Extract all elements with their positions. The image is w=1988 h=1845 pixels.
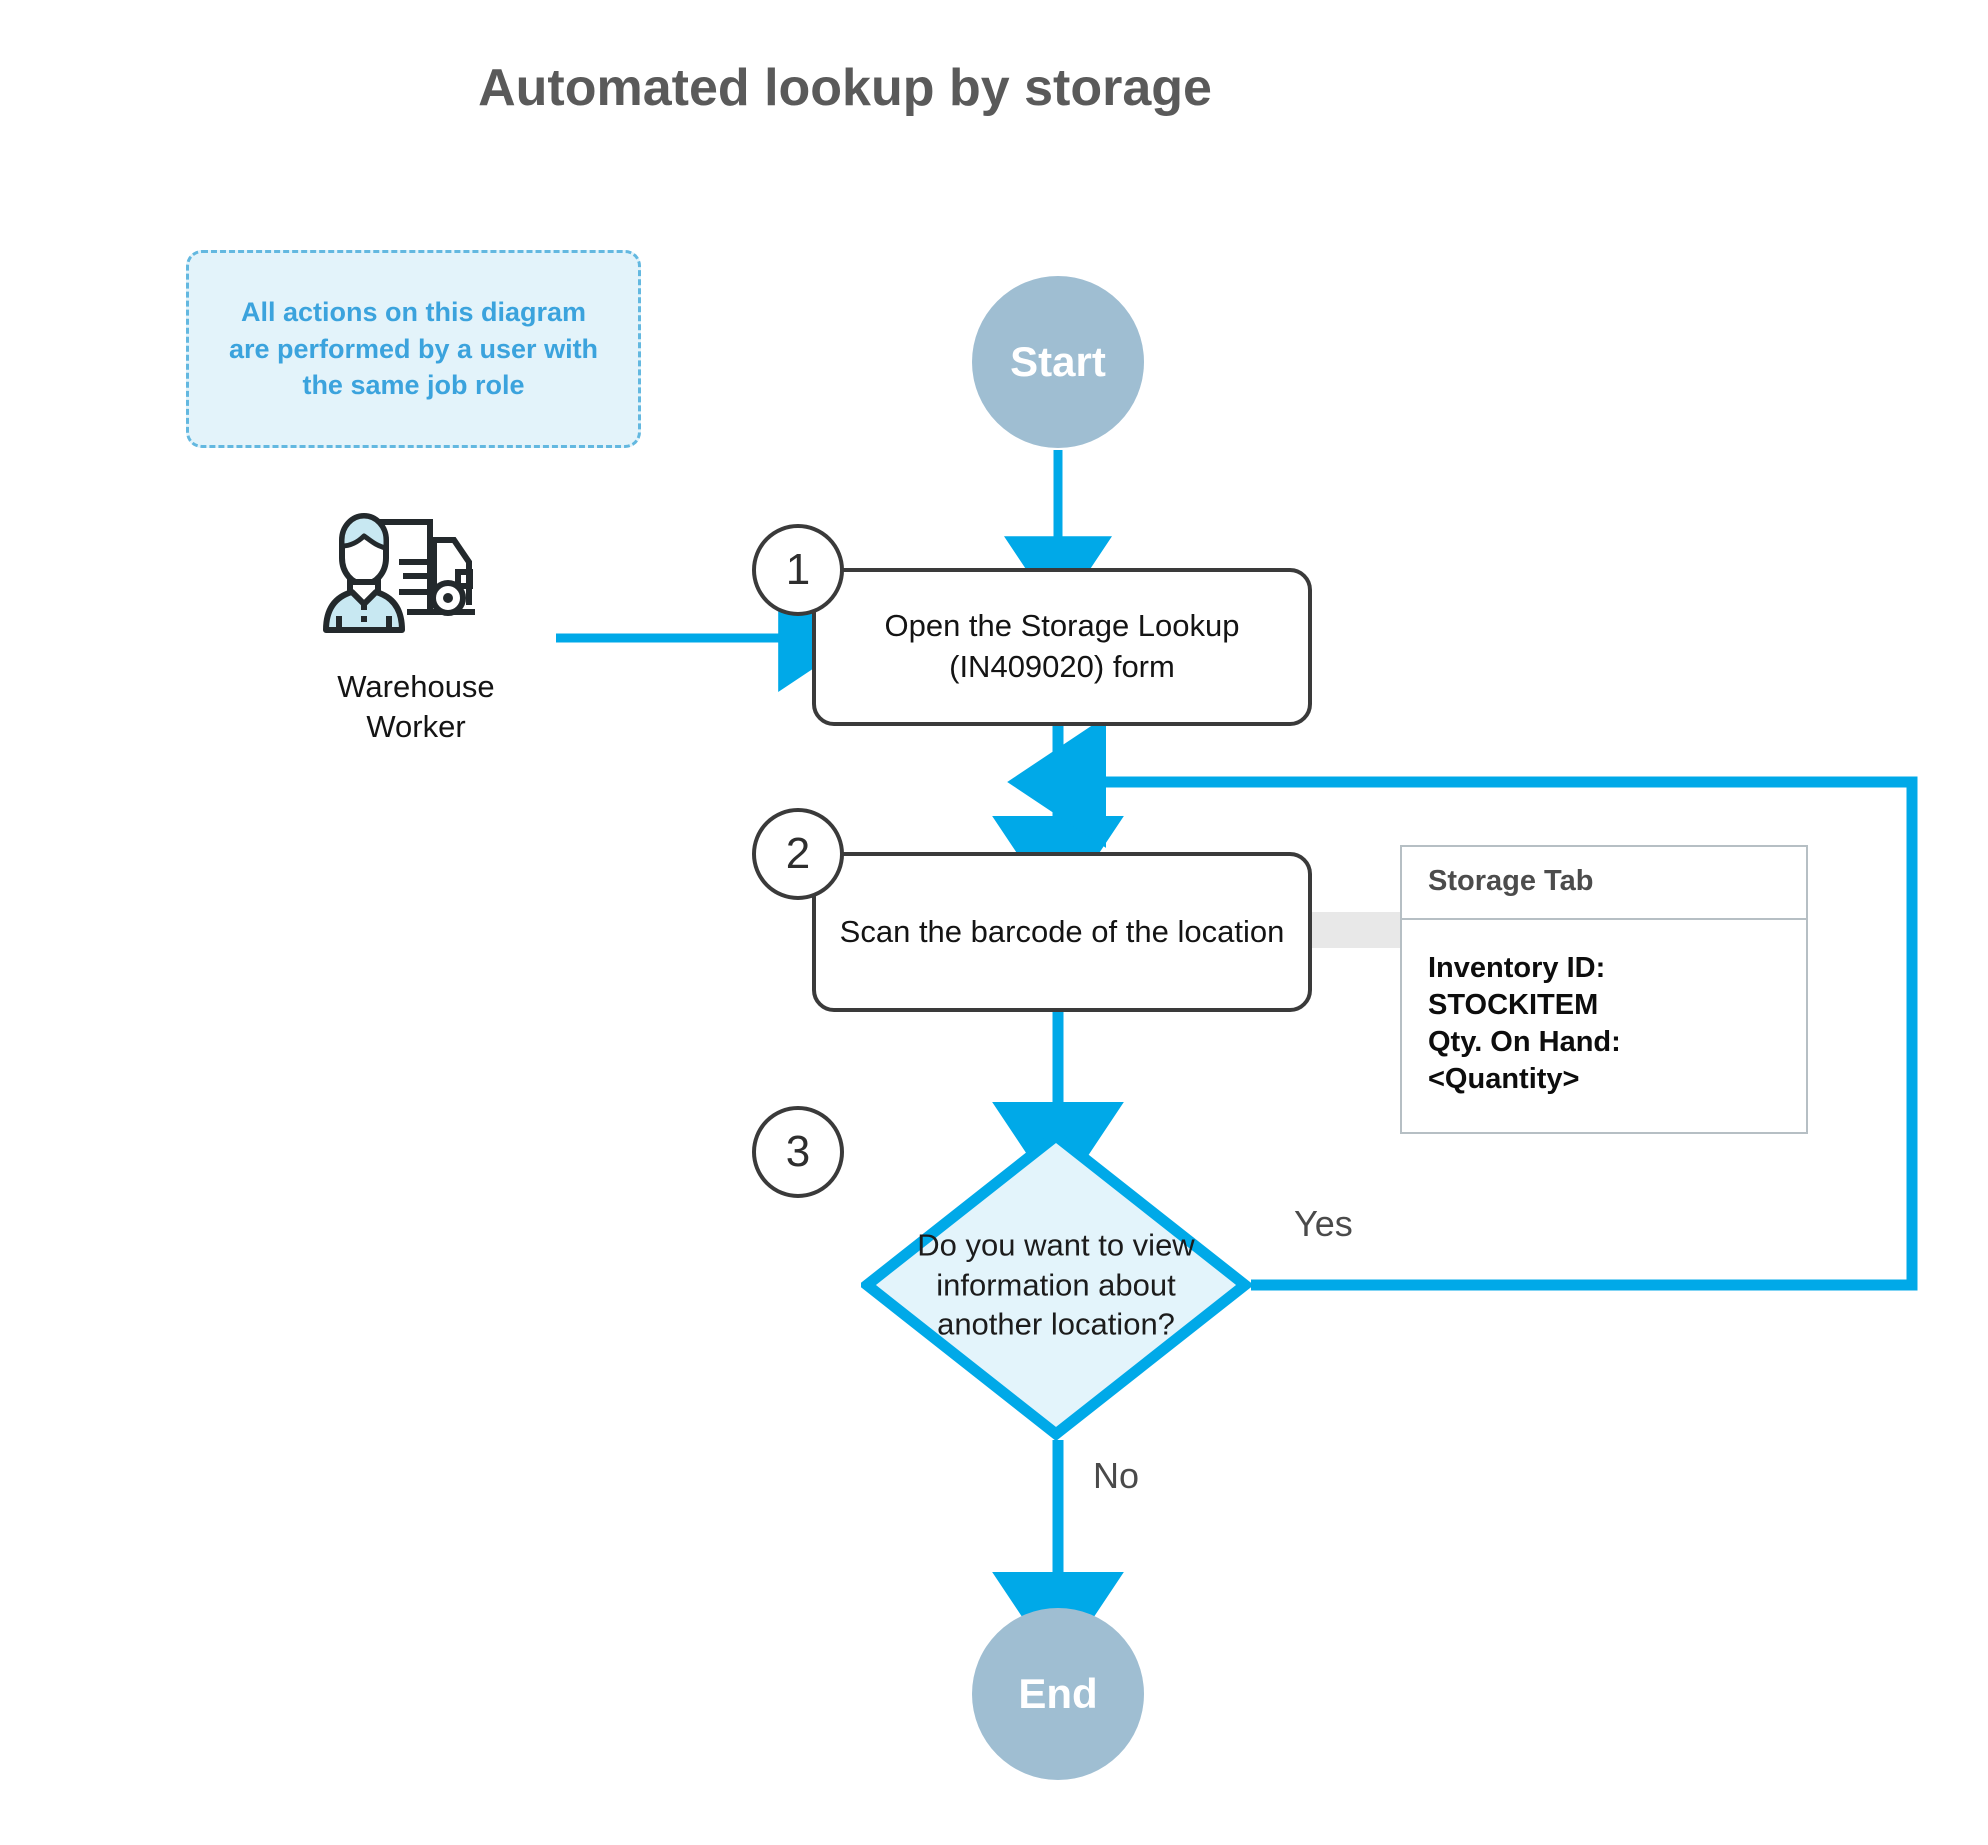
edge-step2-to-panel bbox=[1308, 912, 1404, 948]
branch-label-yes: Yes bbox=[1294, 1203, 1353, 1244]
node-step2[interactable]: Scan the barcode of the location bbox=[812, 852, 1312, 1012]
step-badge-3-label: 3 bbox=[785, 1127, 811, 1176]
note-text: All actions on this diagram are performe… bbox=[228, 297, 599, 401]
node-start[interactable]: Start bbox=[972, 276, 1144, 448]
node-step2-text: Scan the barcode of the location bbox=[839, 913, 1285, 949]
panel-storage-tab-header: Storage Tab bbox=[1400, 845, 1808, 920]
node-step1-text: Open the Storage Lookup (IN409020) form bbox=[884, 608, 1240, 684]
branch-label-no: No bbox=[1093, 1455, 1140, 1496]
node-decision[interactable]: Do you want to view information about an… bbox=[861, 1130, 1251, 1440]
node-step1[interactable]: Open the Storage Lookup (IN409020) form bbox=[812, 568, 1312, 726]
step-badge-2-label: 2 bbox=[785, 829, 811, 878]
step-badge-2: 2 bbox=[752, 808, 844, 900]
step-badge-1: 1 bbox=[752, 524, 844, 616]
node-start-label: Start bbox=[1010, 338, 1106, 385]
page-title: Automated lookup by storage bbox=[478, 59, 1212, 117]
panel-storage-tab-body: Inventory ID: STOCKITEM Qty. On Hand: <Q… bbox=[1400, 920, 1808, 1135]
actor-warehouse-worker: Warehouse Worker bbox=[306, 500, 526, 746]
note-box: All actions on this diagram are performe… bbox=[186, 250, 641, 448]
step-badge-3: 3 bbox=[752, 1106, 844, 1198]
step-badge-1-label: 1 bbox=[785, 545, 811, 594]
node-decision-text: Do you want to view information about an… bbox=[917, 1227, 1195, 1342]
actor-label: Warehouse Worker bbox=[337, 669, 495, 744]
panel-storage-tab: Storage Tab Inventory ID: STOCKITEM Qty.… bbox=[1400, 845, 1808, 1135]
warehouse-worker-truck-icon bbox=[323, 513, 475, 633]
node-end[interactable]: End bbox=[972, 1608, 1144, 1780]
node-end-label: End bbox=[1018, 1670, 1098, 1717]
